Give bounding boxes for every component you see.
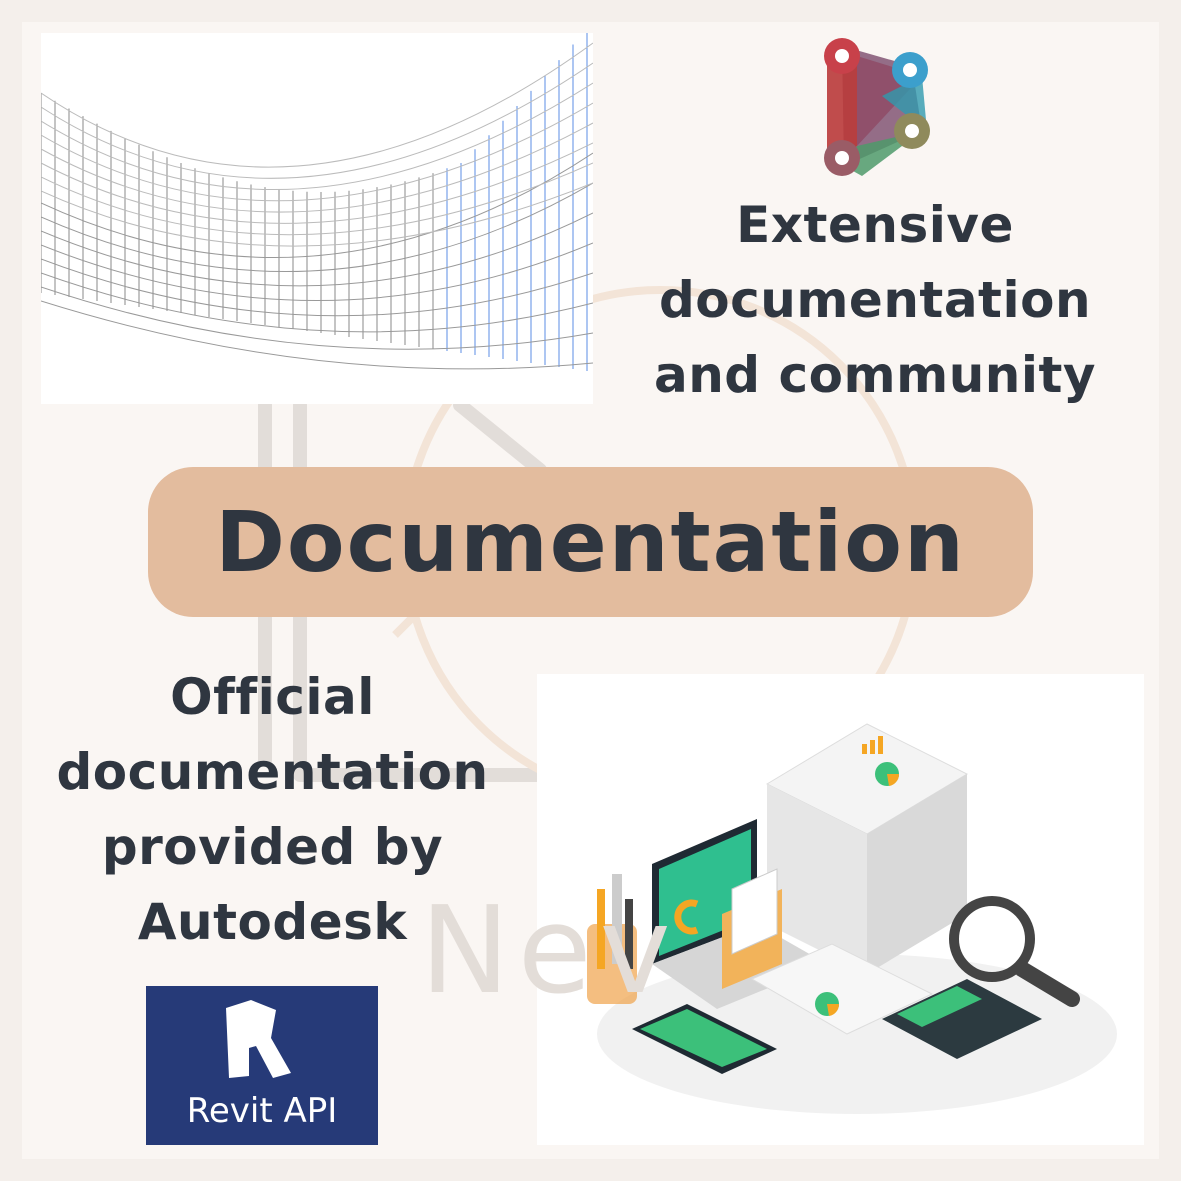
magnifier-icon xyxy=(949,896,1080,1007)
heading-line: documentation xyxy=(56,743,489,801)
heading-line: Extensive xyxy=(736,196,1014,254)
revit-api-label: Revit API xyxy=(186,1091,338,1131)
calculator-icon xyxy=(882,979,1042,1059)
watermark-text: Nev xyxy=(420,882,679,1021)
wireframe-structure-image xyxy=(41,33,593,404)
heading-line: provided by xyxy=(101,818,444,876)
dynamo-logo-icon xyxy=(824,38,930,176)
documentation-banner: Documentation xyxy=(148,467,1033,617)
paper-stack-icon xyxy=(765,723,969,974)
heading-line: and community xyxy=(653,346,1097,404)
official-docs-heading: Official documentation provided by Autod… xyxy=(20,660,525,960)
documents-illustration-image xyxy=(537,674,1144,1145)
heading-line: Autodesk xyxy=(137,893,408,951)
heading-line: Official xyxy=(170,668,375,726)
pencil-cup-icon xyxy=(587,874,637,1004)
envelope-icon xyxy=(722,868,782,989)
community-heading: Extensive documentation and community xyxy=(610,188,1140,413)
revit-r-icon xyxy=(226,1000,291,1078)
revit-api-logo: Revit API xyxy=(146,986,378,1145)
heading-line: documentation xyxy=(658,271,1092,329)
banner-title: Documentation xyxy=(215,493,966,591)
phone-icon xyxy=(632,1004,777,1074)
report-paper-icon xyxy=(750,943,934,1035)
